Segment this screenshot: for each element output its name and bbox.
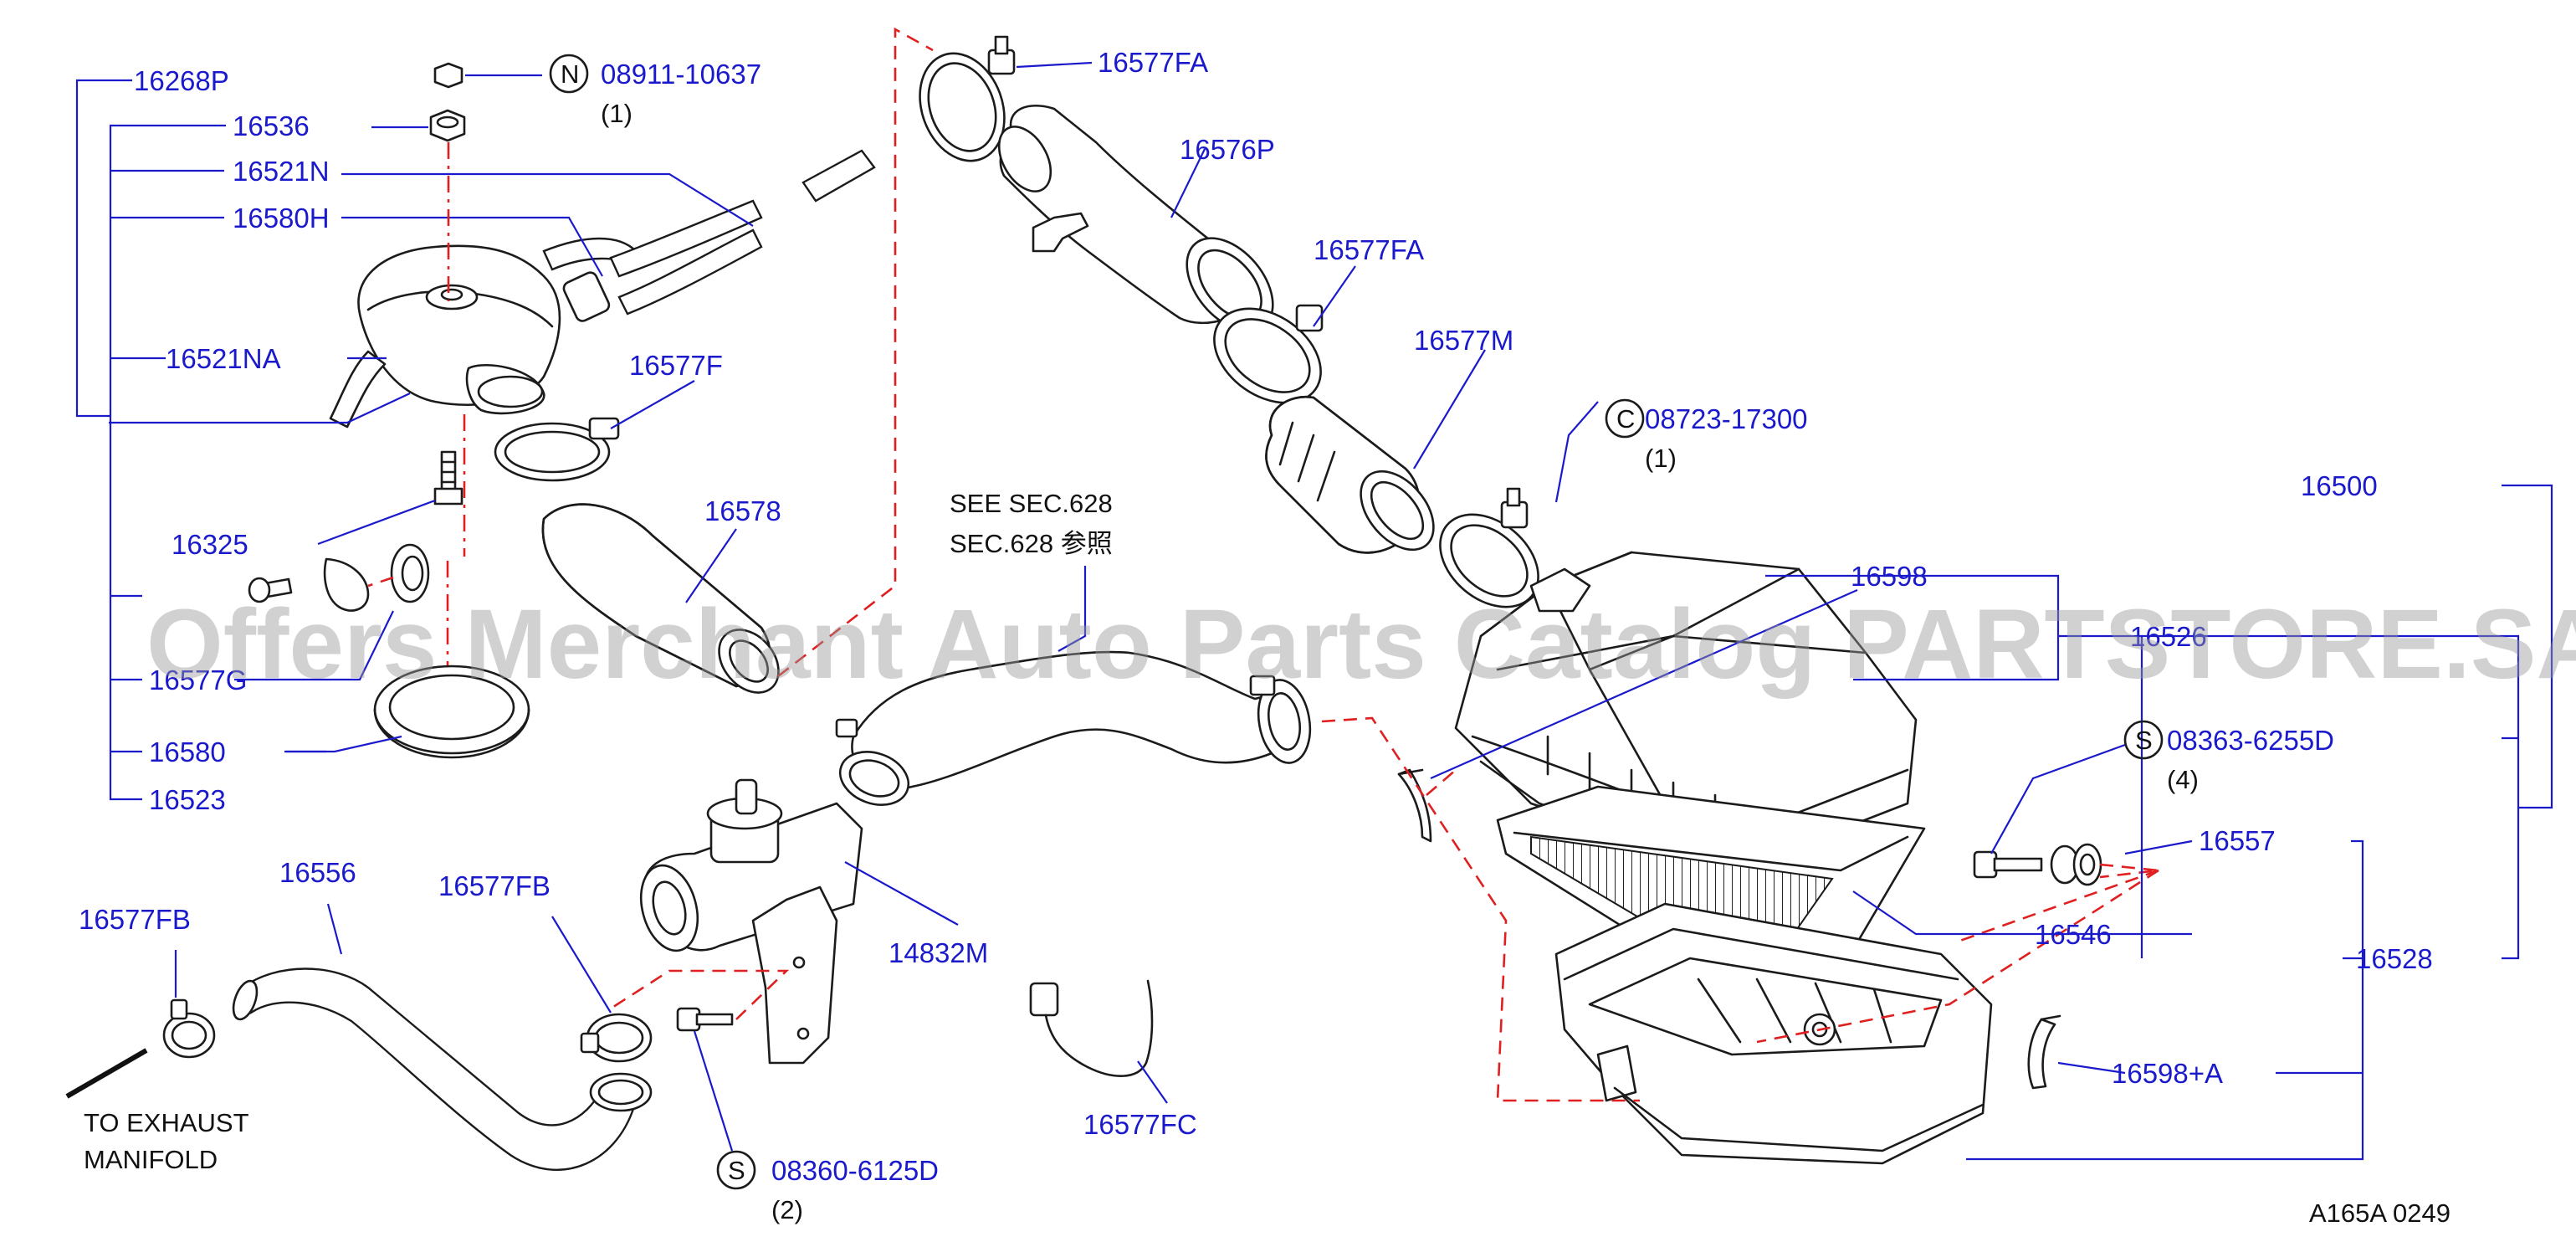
label-16577G: 16577G <box>149 665 247 695</box>
clamp-16577FA-top-icon <box>919 35 1016 162</box>
resonator-group <box>75 27 934 801</box>
meter-group <box>551 566 1312 1152</box>
label-16536: 16536 <box>233 110 310 141</box>
inlet-duct-group <box>919 35 1599 608</box>
fastener-s2-symbol: S <box>728 1156 745 1185</box>
see-note-line1: SEE SEC.628 <box>950 489 1113 518</box>
duct-sec628-icon <box>835 650 1312 806</box>
clamp-c-icon <box>1439 487 1539 608</box>
watermark-text: Offers Merchant Auto Parts Catalog PARTS… <box>146 589 2576 700</box>
exhaust-note-line2: MANIFOLD <box>84 1145 218 1174</box>
label-16598A: 16598+A <box>2112 1058 2223 1089</box>
label-16577FB-mid: 16577FB <box>438 870 551 901</box>
label-16576P: 16576P <box>1180 134 1275 165</box>
label-16577FA-top: 16577FA <box>1098 47 1208 78</box>
fastener-c-symbol: C <box>1616 404 1635 434</box>
clip-16598-icon <box>1397 768 1432 843</box>
label-16580: 16580 <box>149 736 226 767</box>
label-16526: 16526 <box>2130 621 2207 652</box>
fastener-n-qty: (1) <box>601 99 632 128</box>
clip-16598A-icon <box>2027 1014 2061 1090</box>
resonator-16521NA-icon <box>329 149 876 429</box>
label-16521NA: 16521NA <box>166 343 281 374</box>
fastener-s2-qty: (2) <box>771 1195 803 1224</box>
fastener-s1-qty: (4) <box>2167 765 2199 794</box>
clamp-16577FB-left-icon <box>162 998 216 1059</box>
see-note-line2: SEC.628 参照 <box>950 529 1113 558</box>
bolt-08363-icon <box>1973 850 2043 879</box>
bellows-16577M-icon <box>1265 395 1435 554</box>
hose-16556-group <box>65 903 653 1171</box>
label-16521N: 16521N <box>233 156 330 187</box>
bolt-08360-icon <box>676 1007 734 1032</box>
grommet-16557-icon <box>2050 843 2102 886</box>
hose-16556-icon <box>232 967 653 1171</box>
duct-16578-icon <box>541 503 780 694</box>
nut-n-icon <box>433 62 463 89</box>
label-16523: 16523 <box>149 784 226 815</box>
label-16500: 16500 <box>2301 470 2378 501</box>
fastener-c-qty: (1) <box>1645 444 1677 473</box>
air-cleaner-group <box>1321 484 2553 1165</box>
label-16580H: 16580H <box>233 203 330 234</box>
seal-16523-icon <box>373 665 530 759</box>
label-14832M: 14832M <box>889 937 988 968</box>
label-16556: 16556 <box>279 857 356 888</box>
label-16546: 16546 <box>2035 919 2112 950</box>
stud-16325-icon <box>433 450 463 506</box>
fastener-s1-symbol: S <box>2135 726 2153 755</box>
label-16325: 16325 <box>172 529 248 560</box>
clamp-16577FB-mid-icon <box>580 1013 653 1063</box>
nut-16536-icon <box>429 109 466 142</box>
label-16577F: 16577F <box>629 350 723 381</box>
fastener-c-number: 08723-17300 <box>1645 403 1808 434</box>
label-16598: 16598 <box>1851 561 1928 592</box>
label-16577M: 16577M <box>1414 325 1513 356</box>
label-16268P: 16268P <box>134 65 229 96</box>
fastener-s1-number: 08363-6255D <box>2167 725 2334 756</box>
diagram-id: A165A 0249 <box>2309 1198 2451 1228</box>
hose-16577FC-icon <box>1029 979 1154 1077</box>
fastener-s2-number: 08360-6125D <box>771 1155 939 1186</box>
label-16578: 16578 <box>704 495 781 526</box>
case-16528-icon <box>1554 902 1993 1165</box>
label-16577FA-mid: 16577FA <box>1314 234 1424 265</box>
air-flow-meter-14832M-icon <box>639 778 863 1065</box>
fastener-n-symbol: N <box>561 59 579 89</box>
fastener-n-number: 08911-10637 <box>601 59 761 90</box>
label-16577FC: 16577FC <box>1083 1109 1197 1140</box>
exhaust-note-line1: TO EXHAUST <box>84 1108 249 1137</box>
fastener-symbols <box>549 54 2164 1190</box>
label-16528: 16528 <box>2356 943 2433 974</box>
label-16577FB-left: 16577FB <box>79 904 191 935</box>
clamp-16577FA-mid-icon <box>1213 304 1324 404</box>
clip-16577G-icon <box>248 557 370 612</box>
label-16557: 16557 <box>2199 825 2276 856</box>
clamp-16577F-icon <box>494 417 620 482</box>
grommet-16580-icon <box>390 543 430 603</box>
